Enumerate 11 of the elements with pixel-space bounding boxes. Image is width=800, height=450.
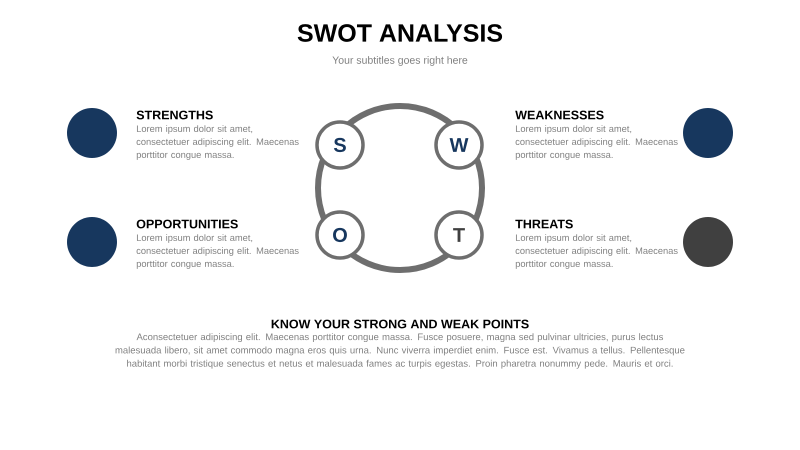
filled-circle: [67, 217, 117, 267]
filled-circle: [67, 108, 117, 158]
subtitle: Your subtitles goes right here: [332, 56, 468, 66]
title: SWOT ANALYSIS: [298, 24, 502, 42]
filled-circle: [683, 108, 733, 158]
body-text: Lorem ipsum dolor sit amet, consectetuer adipiscing elit. Maecenas porttitor congue massa.: [136, 234, 299, 269]
body-text: Lorem ipsum dolor sit amet, consectetuer adipiscing elit. Maecenas porttitor congue massa.: [136, 125, 299, 160]
section-heading: THREATS: [515, 220, 573, 228]
paragraph: Aconsectetuer adipiscing elit. Maecenas porttitor congue massa. Fusce posuere, magna sed pulvinar ultricies, purus lectus malesuada libero, sit amet commodo magna eros quis urna. Nunc viverra imperdiet enim. Fusce est. Vivamus a tellus. Pellentesque habitant morbi tristique senectus et netus et malesuada fames ac turpis egestas. Proin pharetra nonummy pede. Mauris et orci.: [116, 333, 685, 369]
section-heading: KNOW YOUR STRONG AND WEAK POINTS: [272, 320, 529, 328]
filled-circle: [683, 217, 733, 267]
